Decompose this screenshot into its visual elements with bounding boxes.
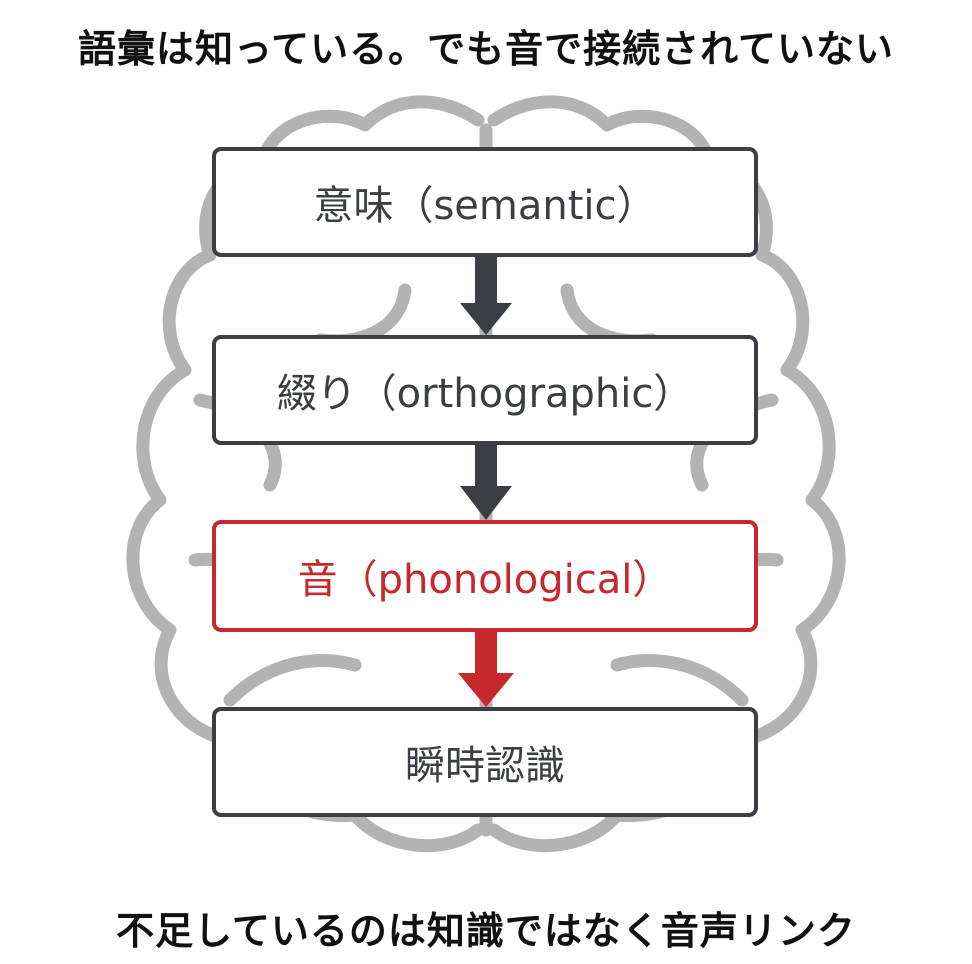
orthographic-box: 綴り（orthographic） (212, 335, 758, 445)
arrow-phono-to-instant (458, 632, 514, 707)
down-arrow-icon (458, 673, 514, 707)
down-arrow-icon (460, 303, 512, 335)
arrow-ortho-to-phono (460, 445, 512, 520)
orthographic-label: 綴り（orthographic） (276, 371, 694, 417)
page-title: 語彙は知っている。でも音で接続されていない (78, 27, 894, 71)
semantic-box: 意味（semantic） (212, 147, 758, 257)
footer-caption: 不足しているのは知識ではなく音声リンク (116, 909, 856, 953)
instant-recognition-label: 瞬時認識 (405, 743, 565, 789)
down-arrow-icon (460, 486, 512, 520)
arrow-semantic-to-ortho (460, 257, 512, 335)
phonological-box: 音（phonological） (212, 520, 758, 632)
semantic-label: 意味（semantic） (313, 183, 657, 229)
instant-recognition-box: 瞬時認識 (212, 707, 758, 817)
phonological-label: 音（phonological） (297, 557, 673, 603)
